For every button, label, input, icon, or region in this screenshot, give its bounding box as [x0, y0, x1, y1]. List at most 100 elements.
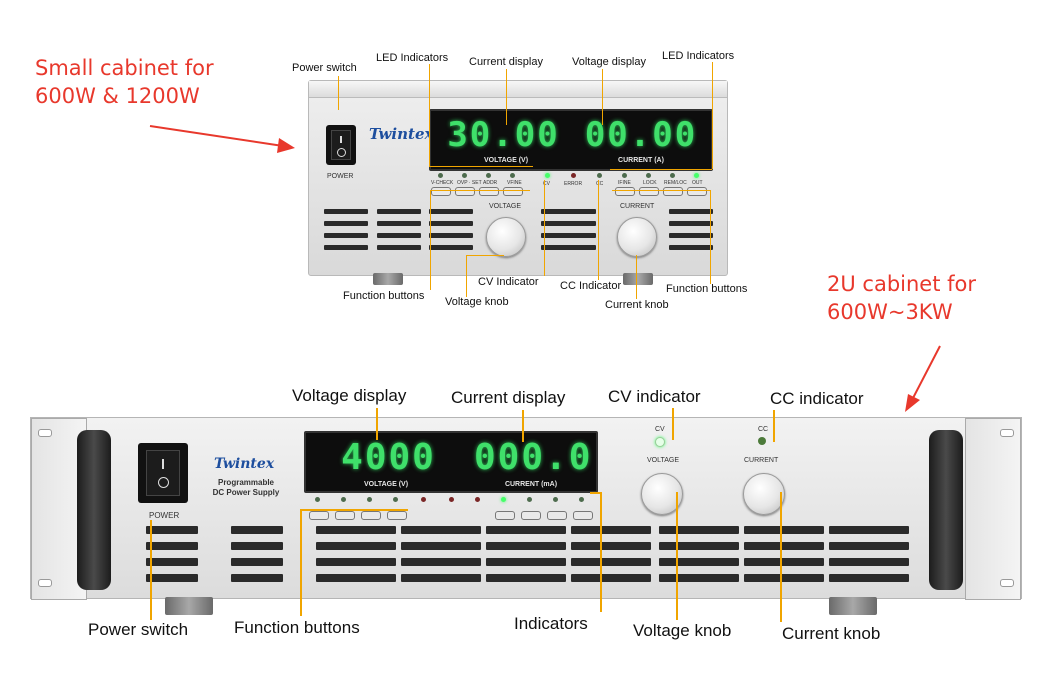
leader-current-knob-bottom	[780, 492, 782, 622]
leader-cc-indicator-bottom	[773, 410, 775, 442]
leader-power-switch-top	[338, 76, 339, 110]
callout-power-switch-bottom: Power switch	[88, 620, 189, 639]
subtitle-line1: Programmable	[217, 478, 275, 487]
ifine-button[interactable]	[615, 187, 635, 196]
current-knob-label-2u: CURRENT	[744, 457, 779, 464]
red-arrow-top	[149, 125, 295, 153]
lock-label: LOCK	[643, 180, 657, 186]
error-led	[571, 173, 576, 178]
remloc-button[interactable]	[663, 187, 683, 196]
2u-cabinet: POWER Twintex Programmable DC Power Supp…	[30, 417, 1022, 600]
left-function-buttons: V-CHECK OVP · SET ADDR VFINE	[429, 171, 529, 197]
callout-function-buttons-bottom: Function buttons	[234, 618, 360, 637]
current-unit-label-2u: CURRENT (mA)	[504, 481, 558, 488]
leader-led-right	[712, 62, 713, 169]
leader-function-buttons-bottom	[300, 509, 302, 616]
cc-label-2u: CC	[758, 426, 769, 433]
current-knob[interactable]	[617, 217, 657, 257]
handle-right[interactable]	[929, 430, 963, 590]
cv-led	[545, 173, 550, 178]
leader-cc-indicator-top	[598, 180, 599, 280]
power-switch-2u[interactable]	[138, 443, 188, 503]
current-display-2u: 000.0	[474, 437, 593, 478]
voltage-display: 30.00	[447, 115, 560, 155]
power-on-mark-icon	[162, 459, 164, 469]
small-cabinet-heading-line1: Small cabinet for	[35, 56, 214, 80]
voltage-unit-label: VOLTAGE (V)	[483, 157, 529, 164]
leader-voltage-knob-top	[466, 255, 467, 297]
callout-led-indicators-left: LED Indicators	[376, 52, 449, 64]
power-label-2u: POWER	[149, 511, 180, 520]
addr-label: ADDR	[483, 180, 498, 186]
foot-right-2u	[829, 597, 877, 615]
leader-function-buttons-left	[430, 190, 431, 290]
small-cabinet: POWER Twintex 30.00 00.00 VOLTAGE (V) CU…	[308, 80, 728, 285]
red-arrow-bottom	[905, 345, 941, 412]
callout-voltage-knob-top: Voltage knob	[445, 296, 509, 308]
handle-left[interactable]	[77, 430, 111, 590]
vcheck-label: V-CHECK	[431, 180, 454, 186]
function-button-7[interactable]	[547, 511, 567, 520]
cv-indicator-label: CV	[543, 181, 550, 187]
callout-current-knob-top: Current knob	[605, 299, 669, 311]
leader-cv-indicator-top	[544, 180, 545, 276]
leader-current-knob-top	[636, 255, 637, 299]
function-button-6[interactable]	[521, 511, 541, 520]
leader-voltage-knob-bottom	[676, 492, 678, 620]
2u-cabinet-heading-line1: 2U cabinet for	[827, 272, 976, 296]
voltage-knob-label-2u: VOLTAGE	[647, 457, 680, 464]
display-panel: 30.00 00.00 VOLTAGE (V) CURRENT (A)	[429, 109, 713, 171]
callout-voltage-knob-bottom: Voltage knob	[633, 621, 732, 640]
rack-ear-right	[965, 418, 1021, 600]
out-button[interactable]	[687, 187, 707, 196]
power-label: POWER	[327, 173, 354, 180]
voltage-knob[interactable]	[486, 217, 526, 257]
leader-voltage-display-top	[602, 69, 603, 125]
foot-left	[373, 273, 403, 285]
cv-indicator-led	[655, 437, 665, 447]
cv-label-2u: CV	[655, 426, 665, 433]
current-knob-label: CURRENT	[620, 203, 655, 210]
ovp-set-button[interactable]	[455, 187, 475, 196]
function-button-1[interactable]	[309, 511, 329, 520]
brand-logo-2u: Twintex	[214, 456, 275, 472]
function-button-4[interactable]	[387, 511, 407, 520]
brand-logo: Twintex	[369, 125, 434, 143]
lock-button[interactable]	[639, 187, 659, 196]
error-indicator-label: ERROR	[564, 181, 583, 187]
callout-voltage-display-top: Voltage display	[572, 56, 646, 68]
power-off-mark-icon	[337, 148, 346, 157]
function-button-5[interactable]	[495, 511, 515, 520]
callout-cv-indicator-bottom: CV indicator	[608, 387, 701, 406]
leader-cv-indicator-bottom	[672, 408, 674, 440]
callout-led-indicators-right: LED Indicators	[662, 50, 735, 62]
2u-cabinet-heading-line2: 600W~3KW	[827, 300, 953, 324]
function-button-2[interactable]	[335, 511, 355, 520]
callout-power-switch-top: Power switch	[292, 62, 357, 74]
callout-voltage-display-bottom: Voltage display	[292, 386, 407, 405]
callout-current-knob-bottom: Current knob	[782, 624, 881, 643]
leader-current-display-bottom	[522, 410, 524, 442]
callout-cc-indicator-top: CC Indicator	[560, 280, 622, 292]
vfine-button[interactable]	[503, 187, 523, 196]
cc-led	[597, 173, 602, 178]
leader-indicators-bottom	[600, 492, 602, 612]
vcheck-button[interactable]	[431, 187, 451, 196]
small-cabinet-heading-line2: 600W & 1200W	[35, 84, 200, 108]
cc-indicator-label: CC	[596, 181, 604, 187]
addr-button[interactable]	[479, 187, 499, 196]
callout-cc-indicator-bottom: CC indicator	[770, 389, 864, 408]
function-button-8[interactable]	[573, 511, 593, 520]
right-function-buttons: IFINE LOCK REM/LOC OUT	[613, 171, 713, 197]
2u-cabinet-heading: 2U cabinet for 600W~3KW	[827, 270, 976, 326]
callout-function-buttons-right: Function buttons	[666, 283, 748, 295]
voltage-knob-label: VOLTAGE	[489, 203, 522, 210]
function-button-3[interactable]	[361, 511, 381, 520]
power-switch[interactable]	[326, 125, 356, 165]
ovp-label: OVP · SET	[457, 180, 482, 186]
vfine-label: VFINE	[507, 180, 522, 186]
current-knob-2u[interactable]	[743, 473, 785, 515]
power-on-mark-icon	[340, 136, 342, 143]
foot-left-2u	[165, 597, 213, 615]
subtitle-line2: DC Power Supply	[212, 488, 280, 497]
